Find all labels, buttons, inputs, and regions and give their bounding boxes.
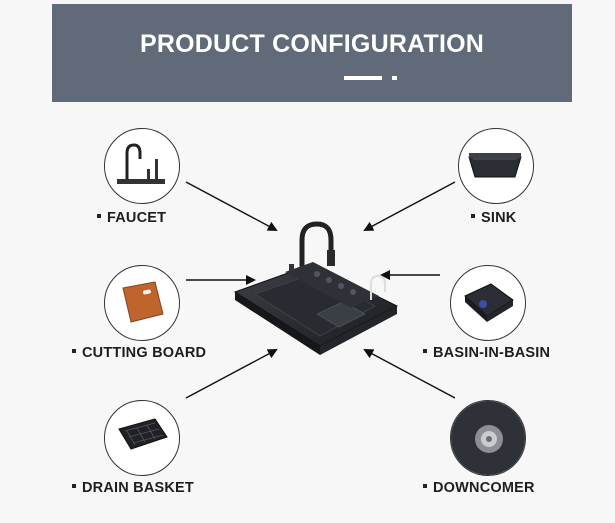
drain-basket-thumbnail [104, 400, 180, 476]
basin-thumbnail [450, 265, 526, 341]
title-dot [392, 76, 397, 80]
arrow-drain-basket [185, 349, 278, 399]
label-cutting-board: CUTTING BOARD [72, 345, 206, 361]
label-downcomer: DOWNCOMER [423, 480, 535, 496]
faucet-icon [117, 143, 165, 184]
downcomer-thumbnail [450, 400, 526, 476]
page-title: PRODUCT CONFIGURATION [140, 30, 484, 58]
label-basin-in-basin: BASIN-IN-BASIN [423, 345, 550, 361]
title-underline [344, 76, 382, 80]
sink-icon [468, 153, 522, 178]
downcomer-icon [451, 401, 525, 475]
basin-icon [464, 283, 514, 322]
sink-thumbnail [458, 128, 534, 204]
label-drain-basket: DRAIN BASKET [72, 480, 194, 496]
drain-basket-icon [118, 418, 168, 450]
cutting-board-thumbnail [104, 265, 180, 341]
arrow-sink [363, 181, 456, 231]
header-banner: PRODUCT CONFIGURATION [52, 4, 572, 102]
kitchen-sink-image [233, 221, 399, 355]
arrow-faucet [185, 181, 278, 231]
cutting-board-icon [122, 281, 164, 323]
label-faucet: FAUCET [97, 210, 166, 226]
arrow-downcomer [363, 349, 456, 399]
label-sink: SINK [471, 210, 516, 226]
faucet-thumbnail [104, 128, 180, 204]
